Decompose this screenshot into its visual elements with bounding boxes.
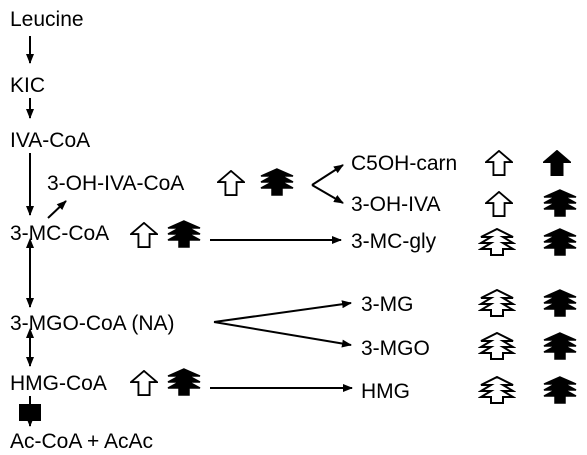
label-leucine: Leucine [10, 8, 84, 31]
filled-triple-arrow-icon [543, 332, 577, 360]
label-hmg: HMG [361, 380, 410, 403]
open-up-arrow-icon [217, 170, 245, 196]
filled-triple-arrow-icon [260, 168, 294, 196]
label-ac-coa: Ac-CoA + AcAc [10, 430, 153, 453]
filled-triple-arrow-icon [543, 289, 577, 317]
open-up-arrow-icon [485, 150, 513, 176]
label-hmg-coa: HMG-CoA [10, 372, 107, 395]
label-kic: KIC [10, 74, 45, 97]
label-3-mgo: 3-MGO [361, 337, 430, 360]
label-3-mgo-coa: 3-MGO-CoA (NA) [10, 312, 175, 335]
label-iva-coa: IVA-CoA [10, 129, 90, 152]
filled-triple-arrow-icon [167, 368, 201, 396]
label-3-mc-coa: 3-MC-CoA [10, 222, 109, 245]
label-c5oh-carn: C5OH-carn [351, 152, 457, 175]
open-triple-arrow-icon [479, 332, 515, 360]
arrow-to-c5oh-carn [311, 164, 344, 186]
label-3-oh-iva: 3-OH-IVA [351, 193, 440, 216]
arrow-to-3-mg [213, 300, 352, 323]
filled-triple-arrow-icon [167, 220, 201, 248]
label-3-mc-gly: 3-MC-gly [351, 230, 437, 253]
open-up-arrow-icon [130, 370, 158, 396]
label-3-mg: 3-MG [361, 293, 414, 316]
filled-triple-arrow-icon [543, 189, 577, 217]
filled-up-arrow-icon [543, 150, 571, 176]
arrow-to-3-oh-iva [311, 184, 344, 204]
open-up-arrow-icon [130, 222, 158, 248]
open-triple-arrow-icon [479, 376, 515, 404]
open-up-arrow-icon [485, 191, 513, 217]
open-triple-arrow-icon [479, 228, 515, 256]
label-3-oh-iva-coa: 3-OH-IVA-CoA [47, 172, 184, 195]
block-square-icon [19, 404, 41, 421]
arrow-to-3-mgo [213, 321, 352, 348]
open-triple-arrow-icon [479, 289, 515, 317]
filled-triple-arrow-icon [543, 228, 577, 256]
arrow-3-mc-coa-3-oh-iva-coa [47, 200, 67, 219]
filled-triple-arrow-icon [543, 376, 577, 404]
